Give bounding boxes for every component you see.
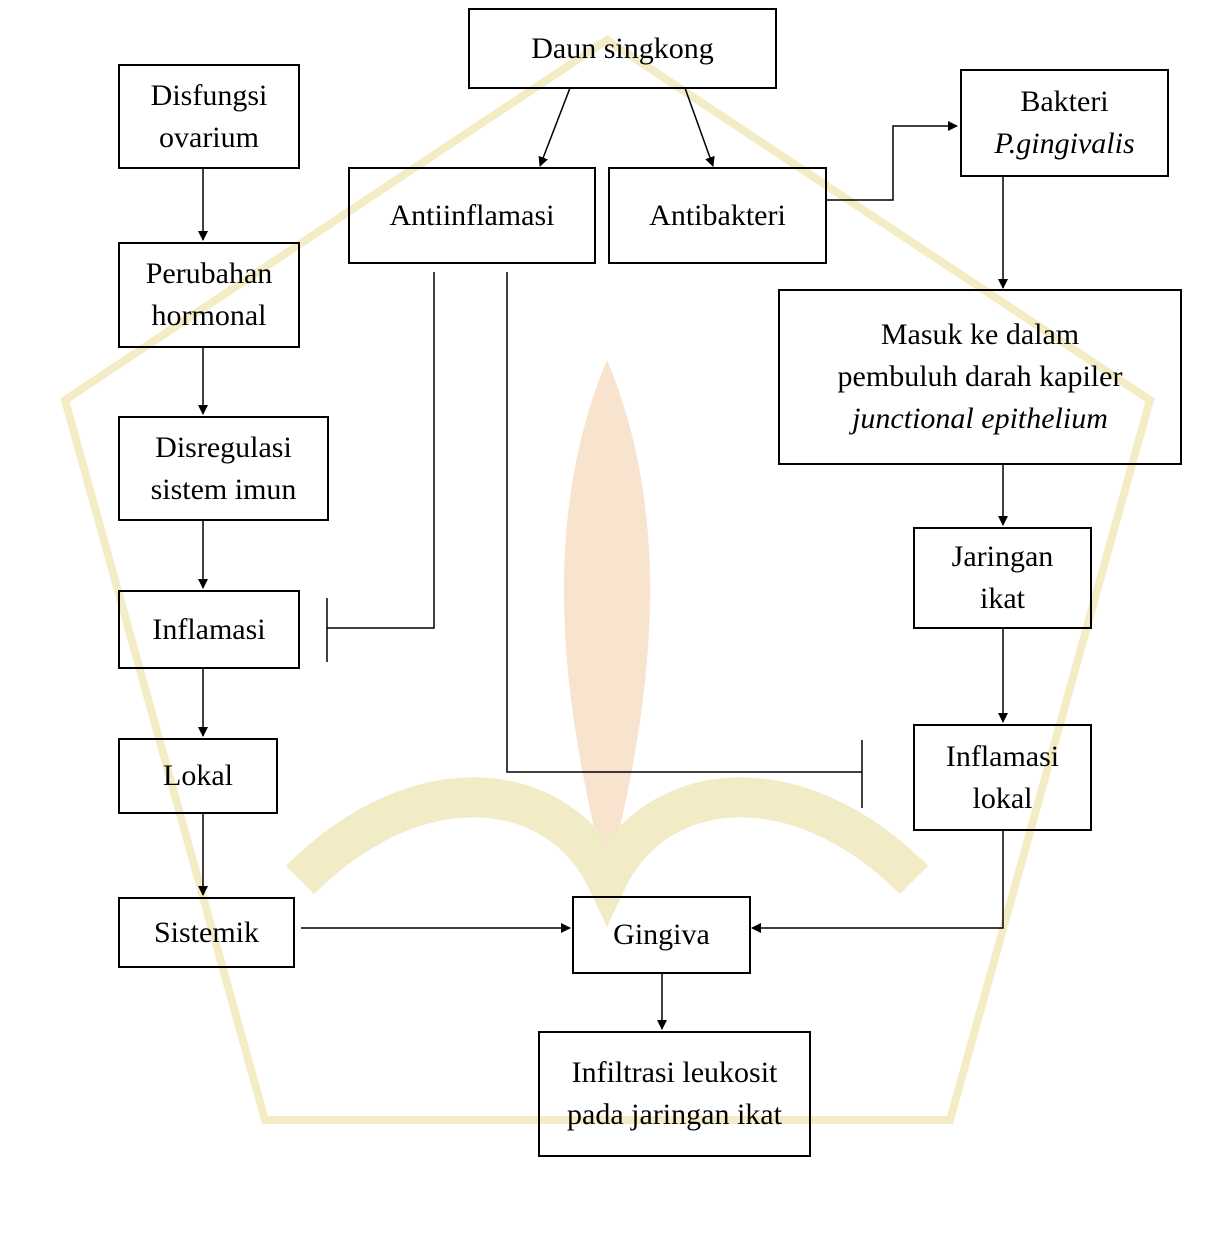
node-antibakteri-label: Antibakteri [649,198,786,232]
node-disfungsi-ovarium-line1: Disfungsi [150,78,268,112]
node-daun-singkong-label: Daun singkong [531,31,714,65]
node-sistemik-label: Sistemik [153,915,259,949]
node-inflamasi: Inflamasi [118,590,300,669]
node-daun-singkong: Daun singkong [468,8,777,89]
node-inflamasi-lokal-line2: lokal [972,781,1033,815]
node-jaringan-ikat-line1: Jaringan [951,540,1054,573]
edge-inflamasilokal-gingiva [751,830,1004,933]
node-masuk-kapiler-line1: Masuk ke dalam [880,318,1080,351]
node-bakteri: Bakteri P.gingivalis [960,69,1169,177]
node-infiltrasi: Infiltrasi leukosit pada jaringan ikat [538,1031,811,1157]
edge-antiinflamasi-inhibit-inflamasilokal [506,272,862,773]
node-disregulasi-line1: Disregulasi [155,430,292,464]
node-antiinflamasi: Antiinflamasi [348,167,596,264]
node-perubahan-hormonal-line1: Perubahan [145,257,273,290]
node-antiinflamasi-label: Antiinflamasi [389,198,555,232]
node-gingiva-label: Gingiva [613,918,710,951]
node-bakteri-line1: Bakteri [1020,85,1109,118]
node-infiltrasi-line1: Infiltrasi leukosit [571,1056,778,1089]
node-jaringan-ikat-line2: ikat [980,582,1025,615]
node-disfungsi-ovarium-line2: ovarium [159,120,259,154]
node-jaringan-ikat: Jaringan ikat [913,527,1092,629]
node-sistemik: Sistemik [118,897,295,968]
edge-daun-antiinflamasi [538,87,571,167]
edge-antiinflamasi-inhibit-inflamasi [327,272,435,629]
edge-antibakteri-bakteri [826,121,958,201]
node-gingiva: Gingiva [572,896,751,974]
node-inflamasi-label: Inflamasi [152,612,266,646]
node-masuk-kapiler: Masuk ke dalam pembuluh darah kapiler ju… [778,289,1182,465]
node-bakteri-line2: P.gingivalis [994,127,1135,160]
node-perubahan-hormonal-line2: hormonal [151,299,267,332]
node-inflamasi-lokal: Inflamasi lokal [913,724,1092,831]
node-masuk-kapiler-line2: pembuluh darah kapiler [837,360,1123,393]
watermark-emblem [60,35,1155,1124]
node-disregulasi: Disregulasi sistem imun [118,416,329,521]
node-masuk-kapiler-line3: junctional epithelium [852,402,1108,435]
connectors [198,87,1008,1030]
node-lokal: Lokal [118,738,278,814]
node-inflamasi-lokal-line1: Inflamasi [945,739,1060,773]
edge-daun-antibakteri [684,87,715,167]
node-disregulasi-line2: sistem imun [150,472,297,506]
node-antibakteri: Antibakteri [608,167,827,264]
node-disfungsi-ovarium: Disfungsi ovarium [118,64,300,169]
node-perubahan-hormonal: Perubahan hormonal [118,242,300,348]
node-lokal-label: Lokal [163,759,233,792]
node-infiltrasi-line2: pada jaringan ikat [567,1098,782,1131]
